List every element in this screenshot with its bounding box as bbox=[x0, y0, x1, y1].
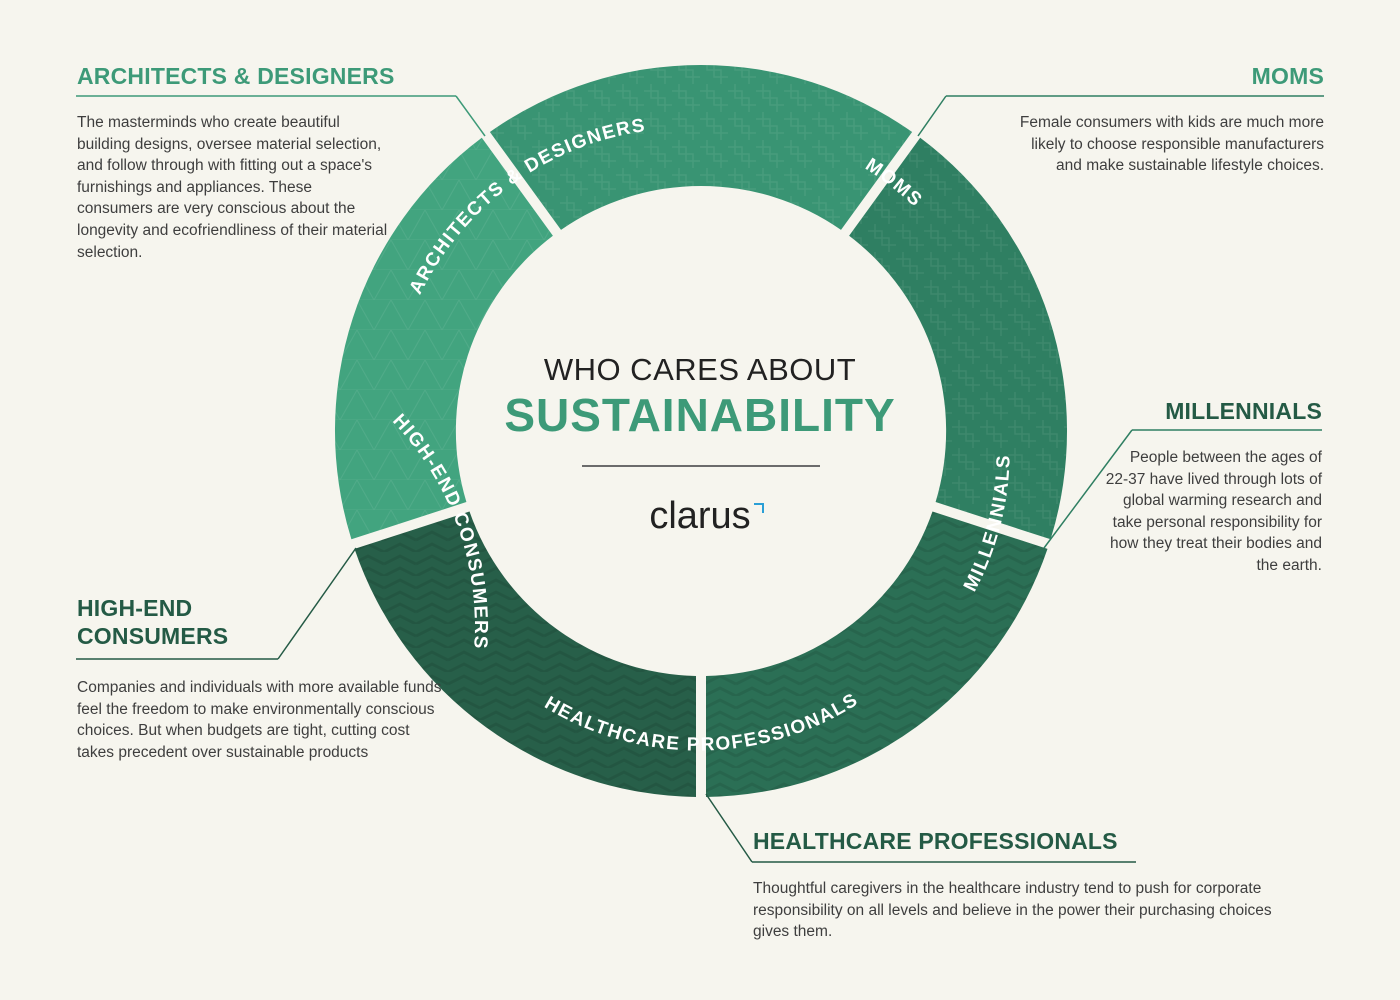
connector-line-millennials-diag bbox=[1043, 429, 1133, 549]
heading-highend: HIGH-END CONSUMERS bbox=[77, 595, 229, 649]
ring-segment-highend-texture bbox=[354, 511, 696, 797]
ring-segment-architects-texture bbox=[334, 137, 553, 540]
heading-moms: MOMS bbox=[1251, 63, 1324, 89]
title-line-1: WHO CARES ABOUT bbox=[543, 352, 857, 387]
ring-segment-healthcare-texture bbox=[706, 511, 1048, 797]
heading-healthcare: HEALTHCARE PROFESSIONALS bbox=[753, 828, 1118, 854]
description-moms: Female consumers with kids are much more… bbox=[1019, 114, 1324, 175]
clarus-logo: clarus bbox=[649, 495, 751, 537]
description-architects: The masterminds who create beautiful bui… bbox=[77, 114, 388, 261]
description-healthcare: Thoughtful caregivers in the healthcare … bbox=[753, 880, 1272, 941]
ring-segment-moms-texture bbox=[489, 64, 913, 230]
ring-segment-millennials-texture bbox=[849, 137, 1068, 540]
description-highend: Companies and individuals with more avai… bbox=[77, 679, 442, 761]
logo-corner-icon bbox=[754, 503, 764, 513]
connector-line-architects-diag bbox=[455, 95, 486, 137]
heading-architects: ARCHITECTS & DESIGNERS bbox=[77, 63, 395, 89]
heading-millennials: MILLENNIALS bbox=[1165, 398, 1322, 424]
connector-line-highend-diag bbox=[277, 547, 357, 660]
connector-line-moms-diag bbox=[917, 95, 947, 137]
description-millennials: People between the ages of 22-37 have li… bbox=[1105, 449, 1322, 574]
connector-line-healthcare-diag bbox=[705, 793, 753, 863]
title-line-2: SUSTAINABILITY bbox=[504, 389, 896, 441]
